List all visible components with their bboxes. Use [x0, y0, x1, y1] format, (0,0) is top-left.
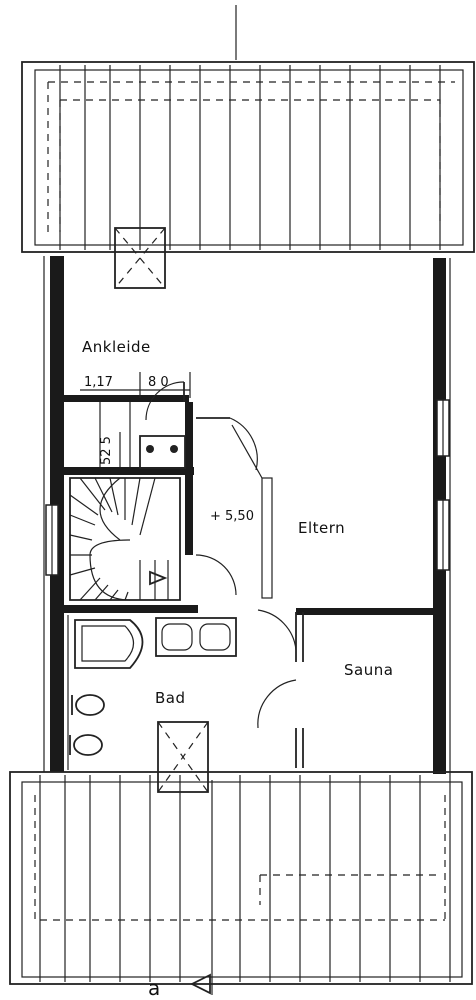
room-label-bad: Bad	[155, 689, 186, 707]
door-stair-hall	[195, 554, 237, 596]
room-label-sauna: Sauna	[344, 661, 393, 679]
toilet-2	[69, 734, 103, 756]
staircase	[69, 477, 181, 601]
wardrobe	[231, 424, 273, 599]
room-label-ankleide: Ankleide	[82, 338, 151, 356]
window-left	[45, 504, 59, 576]
door-sauna	[257, 679, 297, 729]
door-eltern	[196, 417, 258, 471]
double-sink	[155, 617, 237, 657]
window-right-2	[436, 499, 450, 571]
section-marker-label: a	[148, 976, 160, 1000]
interior-walls	[64, 395, 436, 770]
door-bad	[257, 609, 297, 651]
section-marker: a	[148, 780, 213, 1000]
dimension-height-small: 52 5	[99, 436, 114, 465]
door-ankleide	[145, 381, 185, 421]
roof-area-top	[21, 61, 475, 253]
level-marker: + 5,50	[210, 509, 254, 524]
toilet-1	[71, 694, 105, 716]
sink-unit	[139, 435, 186, 469]
dimension-width-left: 1,17	[84, 375, 113, 390]
corner-bath	[74, 619, 144, 669]
skylight-top	[114, 227, 166, 289]
window-right-1	[436, 399, 450, 457]
dimension-width-right: 8 0	[148, 375, 169, 390]
skylight-bottom	[157, 721, 209, 793]
roof-area-bottom	[9, 771, 473, 985]
room-label-eltern: Eltern	[298, 519, 345, 537]
dimension-line-ankleide	[80, 372, 191, 467]
